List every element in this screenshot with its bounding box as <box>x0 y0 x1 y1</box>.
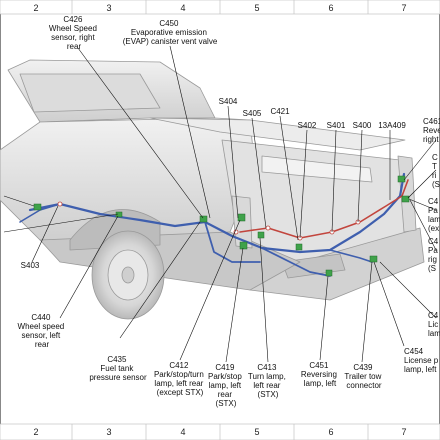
harness-reverse-branch <box>261 247 331 277</box>
leader-right-1 <box>407 169 437 199</box>
label-c450: C450 Evaporative emission (EVAP) caniste… <box>123 19 218 46</box>
leader-s400 <box>357 129 363 223</box>
label-c421: C421 <box>270 107 290 116</box>
connector-c461 <box>397 175 406 183</box>
truck-illustration <box>0 59 425 320</box>
leader-c461 <box>403 139 437 181</box>
connector-c419 <box>239 241 248 250</box>
connector-right-park <box>401 195 410 203</box>
label-c440: C440 Wheel speed sensor, left rear <box>18 313 67 349</box>
leader-lines <box>3 45 437 363</box>
grid-top-4: 4 <box>180 3 185 13</box>
harness-license-branch <box>329 249 373 263</box>
leader-left-mid <box>3 213 119 233</box>
grid-top-7: 7 <box>401 3 406 13</box>
leader-c439 <box>361 261 373 363</box>
label-c412: C412 Park/stop/turn lamp, left rear (exc… <box>154 361 206 397</box>
harness-left-lamp-branch <box>204 221 261 263</box>
harness-red-trailer <box>239 179 409 239</box>
label-right-3: C4 Pa rig (S <box>428 237 440 273</box>
label-s401: S401 <box>327 121 346 130</box>
grid-labels-top: 2 3 4 5 6 7 <box>33 3 406 13</box>
cab-window <box>19 73 161 113</box>
label-13a409: 13A409 <box>378 121 406 130</box>
leader-s403 <box>31 205 59 263</box>
tail-lamp-right <box>397 155 417 233</box>
label-c413: C413 Turn lamp, left rear (STX) <box>248 363 288 399</box>
leader-s402 <box>299 129 308 239</box>
label-c439: C439 Trailer tow connector <box>344 363 383 390</box>
leader-right-2 <box>408 198 437 211</box>
grid-top-6: 6 <box>328 3 333 13</box>
leader-c426 <box>77 47 204 219</box>
connector-c412 <box>237 213 246 222</box>
grid-bottom-6: 6 <box>328 427 333 437</box>
leader-c454 <box>373 261 405 347</box>
label-right-1: C T ri (S <box>432 153 440 189</box>
leader-c451 <box>319 275 329 361</box>
connector-c451 <box>325 269 333 277</box>
grid-top-3: 3 <box>106 3 111 13</box>
grid-bottom-2: 2 <box>33 427 38 437</box>
leader-right-4 <box>379 261 437 319</box>
connector-c450 <box>199 215 208 223</box>
leader-left-top <box>3 195 35 207</box>
leader-right-3 <box>409 199 437 251</box>
label-c461: C461 Rever right <box>423 117 440 144</box>
grid-top-2: 2 <box>33 3 38 13</box>
label-c435: C435 Fuel tank pressure sensor <box>89 355 147 382</box>
splice-s405 <box>265 225 271 231</box>
splices <box>57 201 361 241</box>
callout-labels: C426 Wheel Speed sensor, right rear C450… <box>18 15 440 408</box>
connector-c421 <box>295 243 303 251</box>
label-c426: C426 Wheel Speed sensor, right rear <box>49 15 99 51</box>
splice-s403 <box>57 201 63 207</box>
leader-c421 <box>279 115 299 241</box>
label-c419: C419 Park/stop lamp, left rear (STX) <box>208 363 244 408</box>
label-c454: C454 License p lamp, left <box>404 347 440 374</box>
label-right-2: C4 Pa lam (ex <box>428 197 440 233</box>
grid-bottom-4: 4 <box>180 427 185 437</box>
leader-c413 <box>259 237 269 363</box>
connector-c413 <box>257 231 265 239</box>
leader-s405 <box>251 117 267 229</box>
leader-c435 <box>119 221 201 339</box>
label-right-4: C4 Lic lam <box>428 311 440 338</box>
grid-labels-bottom: 2 3 4 5 6 7 <box>33 427 406 437</box>
connector-c440 <box>115 211 123 218</box>
label-s400: S400 <box>353 121 372 130</box>
wheel-hub <box>121 266 135 284</box>
leader-c450 <box>169 45 211 219</box>
label-c451: C451 Reversing lamp, left <box>301 361 339 388</box>
tailgate-handle-recess <box>261 155 373 183</box>
label-s403: S403 <box>21 261 40 270</box>
label-s404: S404 <box>219 97 238 106</box>
connector-c426 <box>33 203 42 211</box>
label-s405: S405 <box>243 109 262 118</box>
connector-c454 <box>369 255 378 263</box>
grid-top-5: 5 <box>254 3 259 13</box>
bed-rail <box>149 117 406 151</box>
grid-bottom-5: 5 <box>254 427 259 437</box>
leader-s404 <box>227 105 239 219</box>
leader-c440 <box>59 215 119 319</box>
leader-c412 <box>179 219 241 361</box>
grid-bottom-7: 7 <box>401 427 406 437</box>
leader-c419 <box>225 247 244 363</box>
grid-bottom-3: 3 <box>106 427 111 437</box>
label-s402: S402 <box>298 121 317 130</box>
leader-s401 <box>331 129 337 233</box>
connectors <box>33 175 410 277</box>
